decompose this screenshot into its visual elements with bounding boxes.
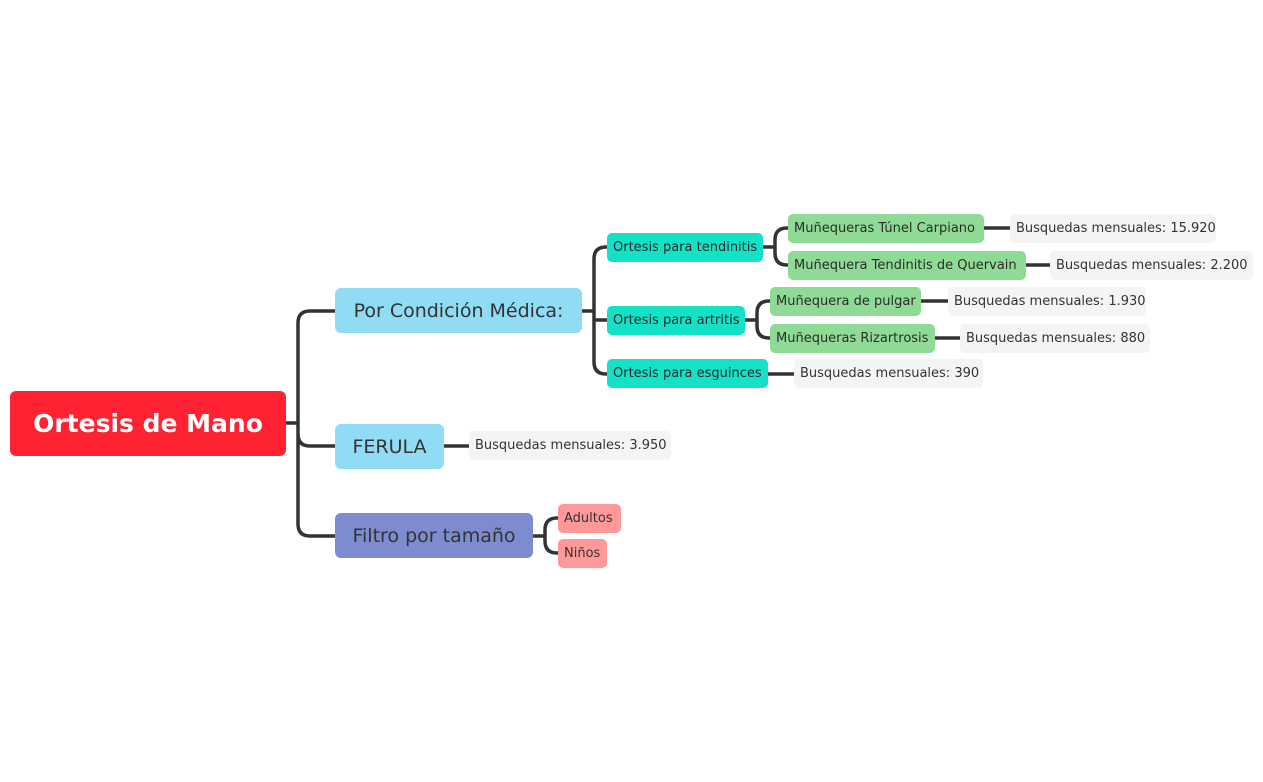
subtopic-munequeras-rizartrosis[interactable]: Muñequeras Rizartrosis	[770, 324, 935, 353]
subtopic-label: Ortesis para tendinitis	[613, 240, 758, 255]
size-label: Niños	[564, 546, 601, 561]
subtopic-label: Ortesis para artritis	[613, 313, 740, 328]
searches-note-ferula[interactable]: Busquedas mensuales: 3.950	[469, 431, 671, 460]
subtopic-label: Muñequera Tendinitis de Quervain	[794, 258, 1017, 273]
note-label: Busquedas mensuales: 1.930	[954, 294, 1146, 309]
connector-tendinitis-branches	[761, 226, 790, 267]
subtopic-ortesis-tendinitis[interactable]: Ortesis para tendinitis	[607, 233, 763, 262]
searches-note-rizartrosis[interactable]: Busquedas mensuales: 880	[960, 324, 1150, 353]
connector-filtro-branches	[531, 516, 560, 555]
note-label: Busquedas mensuales: 2.200	[1056, 258, 1248, 273]
searches-note-esguinces[interactable]: Busquedas mensuales: 390	[794, 359, 983, 388]
topic-condicion-medica[interactable]: Por Condición Médica:	[335, 288, 582, 333]
searches-note-pulgar[interactable]: Busquedas mensuales: 1.930	[948, 287, 1146, 316]
topic-label: Por Condición Médica:	[353, 299, 564, 322]
topic-ferula[interactable]: FERULA	[335, 424, 444, 469]
size-ninos[interactable]: Niños	[558, 539, 607, 568]
subtopic-munequera-quervain[interactable]: Muñequera Tendinitis de Quervain	[788, 251, 1026, 280]
subtopic-label: Ortesis para esguinces	[613, 366, 762, 381]
subtopic-label: Muñequeras Túnel Carpiano	[794, 221, 975, 236]
connector-root-branches	[284, 309, 337, 538]
searches-note-quervain[interactable]: Busquedas mensuales: 2.200	[1050, 251, 1253, 280]
subtopic-munequeras-tunel-carpiano[interactable]: Muñequeras Túnel Carpiano	[788, 214, 984, 243]
topic-filtro-tamano[interactable]: Filtro por tamaño	[335, 513, 533, 558]
size-adultos[interactable]: Adultos	[558, 504, 621, 533]
root-label: Ortesis de Mano	[33, 409, 263, 438]
subtopic-label: Muñequeras Rizartrosis	[776, 331, 929, 346]
note-label: Busquedas mensuales: 15.920	[1016, 221, 1216, 236]
note-label: Busquedas mensuales: 880	[966, 331, 1146, 346]
root-node[interactable]: Ortesis de Mano	[10, 391, 286, 456]
subtopic-munequera-pulgar[interactable]: Muñequera de pulgar	[770, 287, 921, 316]
connector-condicion-branches	[580, 245, 609, 376]
topic-label: FERULA	[352, 435, 427, 458]
subtopic-ortesis-artritis[interactable]: Ortesis para artritis	[607, 306, 745, 335]
size-label: Adultos	[564, 511, 613, 526]
note-label: Busquedas mensuales: 3.950	[475, 438, 667, 453]
searches-note-tunel[interactable]: Busquedas mensuales: 15.920	[1010, 214, 1216, 243]
subtopic-ortesis-esguinces[interactable]: Ortesis para esguinces	[607, 359, 768, 388]
subtopic-label: Muñequera de pulgar	[776, 294, 916, 309]
connector-artritis-branches	[743, 299, 772, 340]
note-label: Busquedas mensuales: 390	[800, 366, 980, 381]
topic-label: Filtro por tamaño	[352, 524, 516, 547]
